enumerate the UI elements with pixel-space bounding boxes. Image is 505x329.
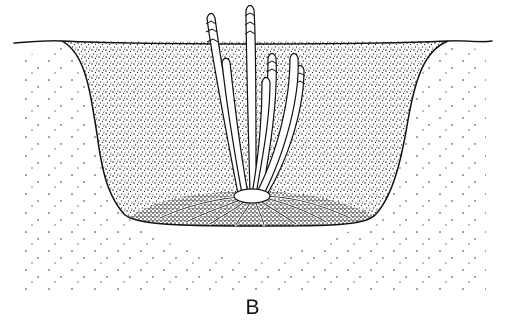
figure-caption: B	[0, 296, 505, 320]
asparagus-crown	[234, 189, 270, 203]
